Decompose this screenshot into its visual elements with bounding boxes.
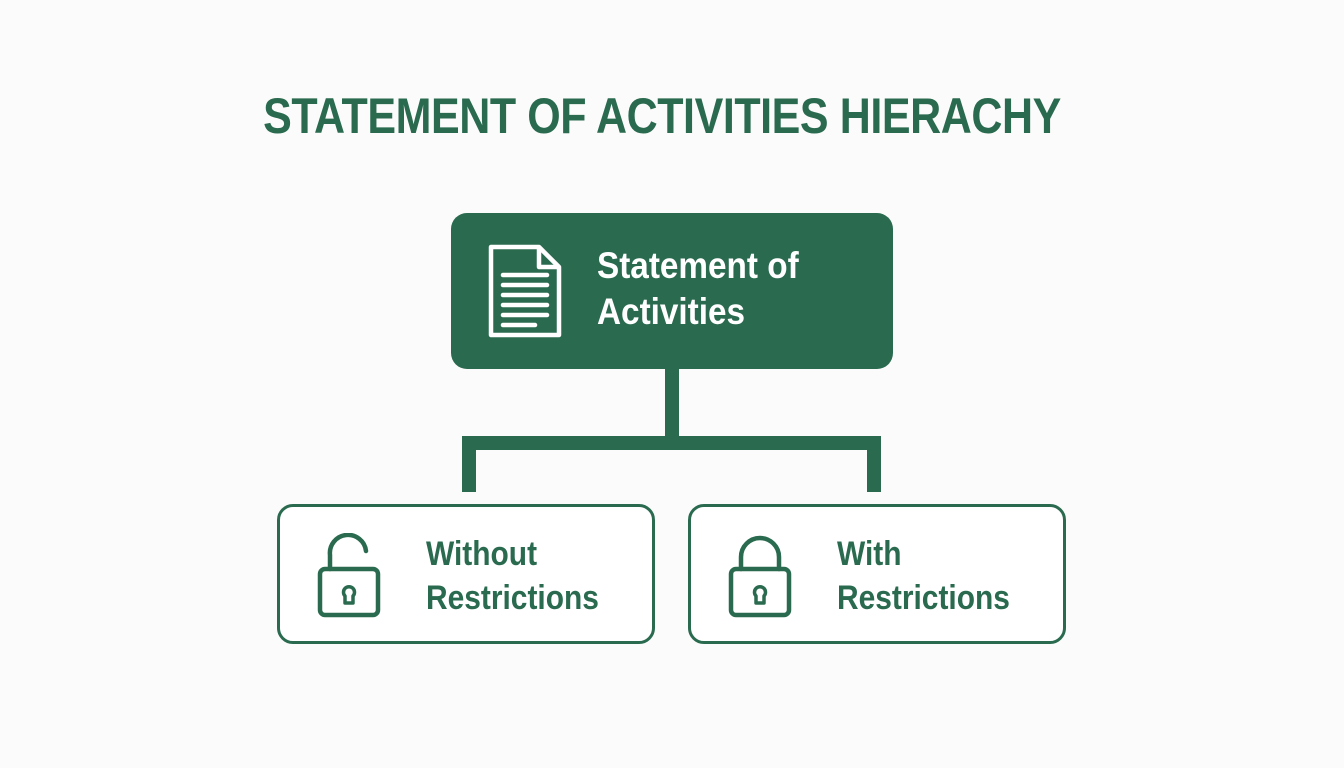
child-label-with-restrictions: With Restrictions <box>837 532 1039 620</box>
root-node-label: Statement of Activities <box>597 243 849 335</box>
branch-bar-line <box>462 436 881 492</box>
child-label-line-2: Restrictions <box>837 579 1010 617</box>
child-label-line-2: Restrictions <box>426 579 599 617</box>
locked-padlock-icon <box>728 535 792 618</box>
child-label-without-restrictions: Without Restrictions <box>426 532 628 620</box>
child-node-with-restrictions: With Restrictions <box>688 504 1066 644</box>
root-node: Statement of Activities <box>451 213 893 369</box>
root-label-line-1: Statement of <box>597 245 799 286</box>
child-label-line-1: With <box>837 535 902 573</box>
unlocked-padlock-icon <box>317 533 381 618</box>
child-node-without-restrictions: Without Restrictions <box>277 504 655 644</box>
diagram-title: STATEMENT OF ACTIVITIES HIERACHY <box>263 88 1061 144</box>
document-icon <box>488 244 562 338</box>
root-label-line-2: Activities <box>597 291 746 332</box>
child-label-line-1: Without <box>426 535 538 573</box>
